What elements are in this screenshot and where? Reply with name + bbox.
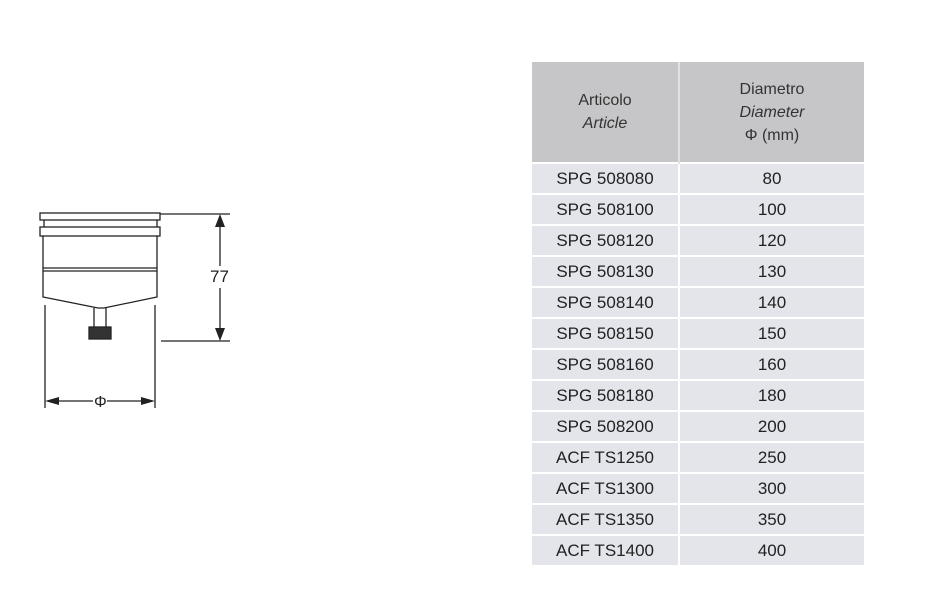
cell-diameter: 300 xyxy=(678,472,864,504)
cell-article: ACF TS1250 xyxy=(532,441,679,473)
spec-table: Articolo Article Diametro Diameter Φ (mm… xyxy=(532,62,864,565)
cell-diameter: 250 xyxy=(678,441,864,473)
cell-article: ACF TS1400 xyxy=(532,534,679,565)
diameter-label: Φ xyxy=(94,394,107,411)
cell-diameter: 160 xyxy=(678,348,864,380)
cell-article: ACF TS1300 xyxy=(532,472,679,504)
header-diameter: Diametro Diameter Φ (mm) xyxy=(678,62,864,163)
table-header-row: Articolo Article Diametro Diameter Φ (mm… xyxy=(532,62,864,163)
cell-diameter: 80 xyxy=(678,162,864,194)
cell-diameter: 130 xyxy=(678,255,864,287)
cell-article: SPG 508080 xyxy=(532,162,679,194)
header-diameter-it: Diametro xyxy=(739,80,805,98)
technical-drawing: 77 Φ xyxy=(39,212,230,411)
cell-article: SPG 508200 xyxy=(532,410,679,442)
cell-article: SPG 508150 xyxy=(532,317,679,349)
cell-diameter: 350 xyxy=(678,503,864,535)
header-article-it: Articolo xyxy=(578,92,632,109)
header-diameter-en: Diameter xyxy=(739,103,805,121)
header-article-en: Article xyxy=(582,115,628,132)
cell-diameter: 400 xyxy=(678,534,864,565)
header-article: Articolo Article xyxy=(532,62,679,163)
cell-diameter: 140 xyxy=(678,286,864,318)
cell-diameter: 100 xyxy=(678,193,864,225)
cell-article: SPG 508160 xyxy=(532,348,679,380)
height-label: 77 xyxy=(210,267,229,286)
cell-diameter: 200 xyxy=(678,410,864,442)
cell-article: ACF TS1350 xyxy=(532,503,679,535)
cell-article: SPG 508130 xyxy=(532,255,679,287)
cell-article: SPG 508140 xyxy=(532,286,679,318)
cell-diameter: 180 xyxy=(678,379,864,411)
top-rim xyxy=(39,212,161,221)
cell-diameter: 120 xyxy=(678,224,864,256)
body xyxy=(42,236,158,309)
cell-article: SPG 508100 xyxy=(532,193,679,225)
drain-cap xyxy=(88,326,112,340)
cell-article: SPG 508180 xyxy=(532,379,679,411)
header-diameter-unit: Φ (mm) xyxy=(744,126,800,144)
cell-diameter: 150 xyxy=(678,317,864,349)
cell-article: SPG 508120 xyxy=(532,224,679,256)
collar-band xyxy=(39,226,161,237)
